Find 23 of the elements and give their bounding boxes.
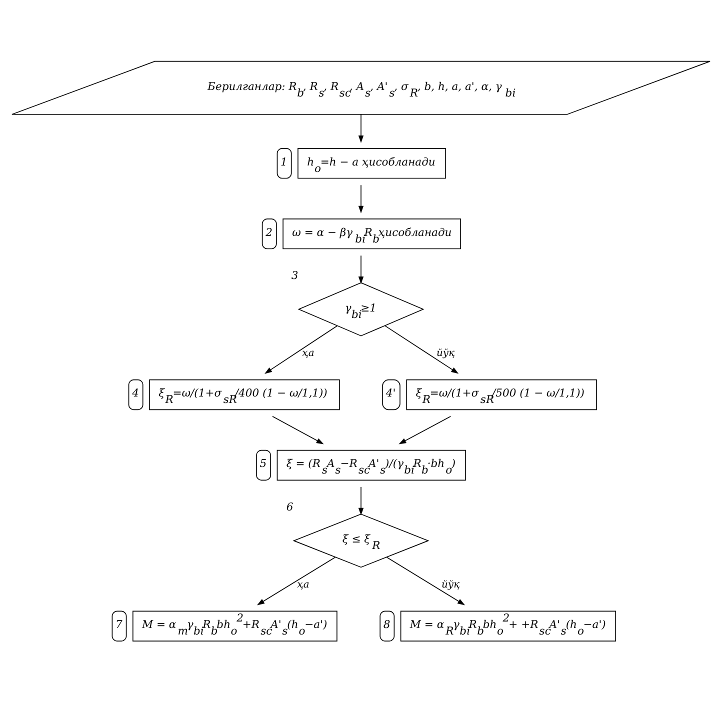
node-label: 4' xyxy=(386,386,396,400)
arrow xyxy=(358,486,364,516)
arrow xyxy=(358,114,364,143)
arrow xyxy=(256,556,336,606)
arrow xyxy=(384,325,459,374)
node-label: 4 xyxy=(132,386,139,400)
node-label: 7 xyxy=(116,618,122,632)
arrow xyxy=(358,255,364,284)
arrow xyxy=(386,556,466,606)
edge-label: йўқ xyxy=(436,348,455,360)
edge-label: йўқ xyxy=(441,580,460,591)
edge-label: ҳа xyxy=(297,580,310,591)
edge-label: ҳа xyxy=(302,348,314,360)
arrow xyxy=(272,416,324,444)
arrow xyxy=(398,416,452,444)
node-label: 2 xyxy=(266,226,272,239)
arrow xyxy=(264,325,338,374)
node-label: 5 xyxy=(260,457,267,470)
node-label: 8 xyxy=(383,618,390,632)
node-label: 6 xyxy=(286,500,294,514)
arrow xyxy=(358,184,364,214)
node-label: 1 xyxy=(280,155,288,168)
node-label: 3 xyxy=(291,268,298,282)
